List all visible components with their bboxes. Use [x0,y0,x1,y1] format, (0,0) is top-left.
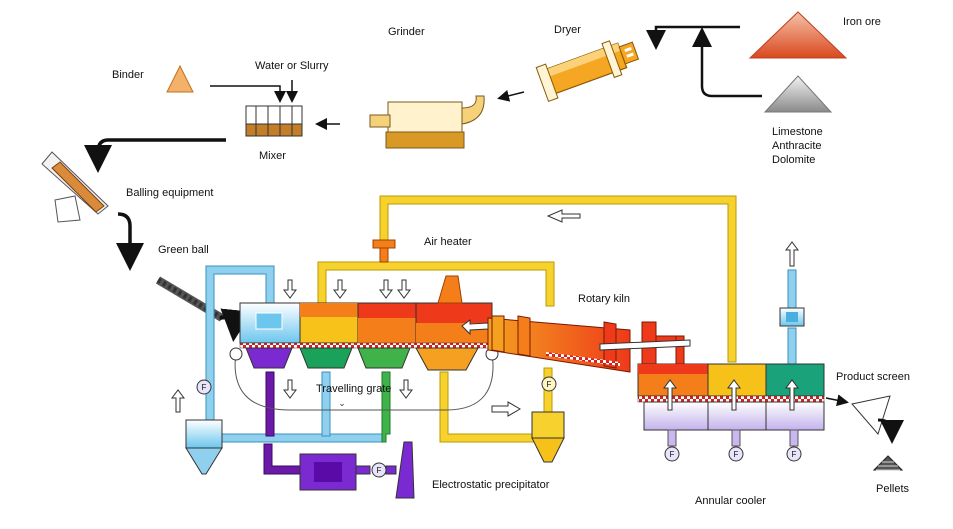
label-air-heater: Air heater [424,236,472,248]
kiln-flow-arrow [461,319,489,336]
fan-cooler-2 [728,446,744,462]
balling-to-green-ball-line [116,212,144,271]
label-travelling-grate: Travelling grate [316,383,392,395]
fan-label-left: F [202,383,207,392]
flow-arrows [171,209,799,417]
grate-chevron: ⌄ [338,399,346,409]
binder-pile [166,64,194,93]
cooler-up-arrows [663,379,799,411]
dryer [535,40,640,103]
label-grinder: Grinder [388,26,425,38]
dryer-to-grinder-arrow [497,89,525,102]
iron-ore-pile [748,11,848,59]
binder-water-arrows [210,80,298,103]
screen-to-pellets-line [877,418,904,444]
grinder [369,95,485,149]
annular-cooler [637,307,825,447]
label-mixer: Mixer [259,150,286,162]
fan-label-cooler-3: F [792,450,797,459]
label-annular-cooler: Annular cooler [695,495,766,507]
raw-material-feed-lines [646,25,762,98]
fan-label-cooler-2: F [734,450,739,459]
left-cyclone [185,419,223,475]
fan-cooler-3 [786,446,802,462]
label-water-slurry: Water or Slurry [255,60,329,72]
cooler-to-screen-arrow [825,394,849,407]
limestone-pile [763,75,833,113]
mixer [245,105,303,137]
green-duct [381,371,391,443]
fan-right-cyclone [541,376,557,392]
fan-label-right-cyclone: F [547,380,552,389]
rotary-kiln [487,315,691,373]
label-green-ball: Green ball [158,244,209,256]
travelling-grate [229,275,499,411]
label-product-screen: Product screen [836,371,910,383]
label-pellets: Pellets [876,483,910,495]
label-binder: Binder [112,69,144,81]
label-dolomite: Dolomite [772,154,816,166]
right-cyclone [531,411,565,463]
exhaust-ducts [263,371,301,475]
pellets-pile [872,455,904,471]
product-screen [851,395,891,436]
fan-cooler-1 [664,446,680,462]
mixer-to-balling-line [84,138,226,173]
fan-label-precipitator: F [377,466,382,475]
label-rotary-kiln: Rotary kiln [578,293,630,305]
label-iron-ore: Iron ore [843,16,881,28]
green-ball-conveyor [155,276,253,342]
label-additives: Limestone Anthracite Dolomite [772,125,852,167]
label-balling-equipment: Balling equipment [126,187,214,199]
electrostatic-precipitator [299,441,415,499]
label-electrostatic-precipitator: Electrostatic precipitator [432,479,550,491]
balling-equipment [41,151,109,223]
fan-precipitator [371,462,387,478]
fan-label-cooler-1: F [670,450,675,459]
fan-left [196,379,212,395]
air-heater [372,239,396,263]
label-anthracite: Anthracite [772,140,822,152]
label-limestone: Limestone [772,126,823,138]
label-dryer: Dryer [554,24,581,36]
